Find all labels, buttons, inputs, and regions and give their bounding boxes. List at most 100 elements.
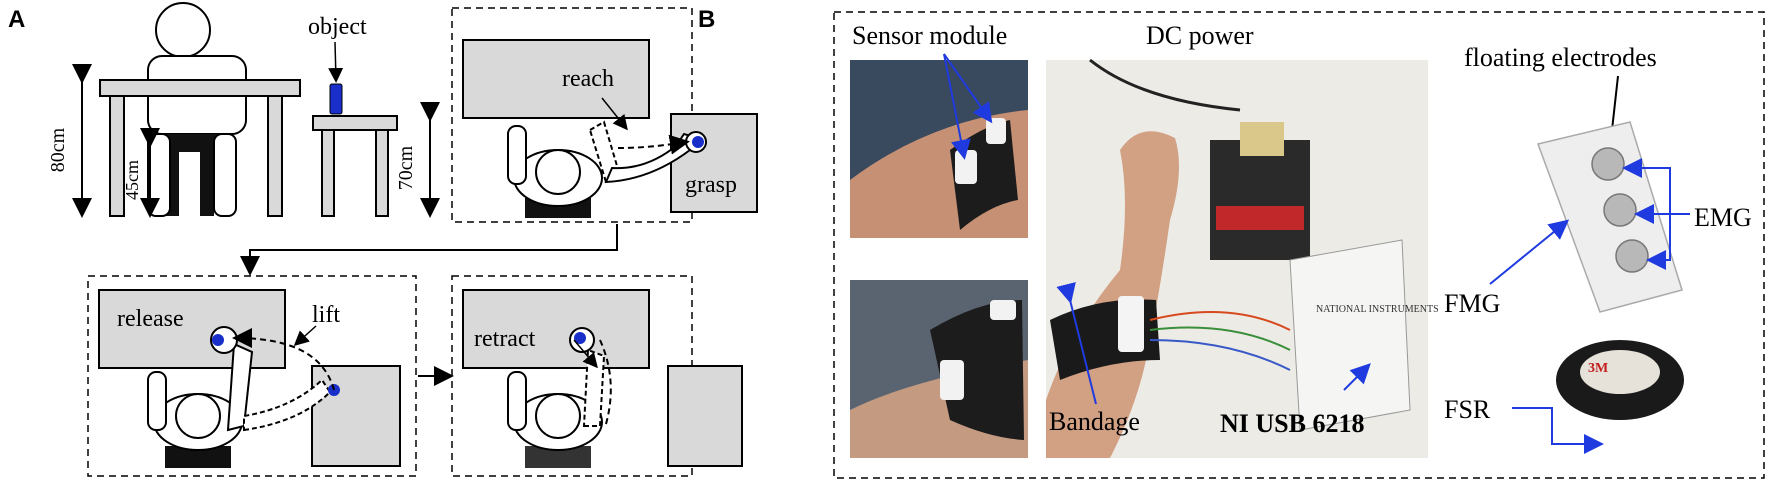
desk-leg-left: [109, 95, 125, 217]
label-floating-electrodes: floating electrodes: [1464, 43, 1657, 72]
side-table-leg-left: [321, 129, 335, 217]
retract-chair: [525, 446, 591, 468]
label-lift: lift: [312, 302, 340, 328]
flow-arrow-reach-to-release: [240, 224, 618, 276]
retract-side-table: [667, 365, 743, 467]
photo-top-sensor-2: [986, 118, 1006, 144]
emg-arrow-1: [1622, 158, 1690, 215]
reach-pointer: [601, 97, 628, 131]
label-daq: NI USB 6218: [1220, 409, 1364, 438]
power-terminals: [1216, 206, 1304, 230]
reach-left-arm: [507, 125, 527, 185]
panel-letter-b: B: [698, 6, 716, 33]
power-board: [1210, 140, 1310, 260]
release-right-arm-ghost: [243, 378, 332, 432]
render-electrode-2: [1603, 193, 1637, 227]
object-cup: [329, 83, 343, 115]
reach-side-table: [670, 113, 758, 213]
retract-desk: [462, 289, 650, 369]
label-fmg: FMG: [1444, 289, 1500, 318]
main-sensor: [1118, 296, 1144, 352]
desk-top: [99, 79, 301, 97]
panel-b-frame: [833, 11, 1765, 479]
label-grasp: grasp: [685, 172, 737, 198]
retract-path: [599, 339, 612, 425]
daq-box: [1289, 239, 1411, 431]
chair-leg-right: [200, 152, 214, 216]
reach-grasp-box: reach grasp: [451, 7, 758, 223]
retract-left-arm: [507, 371, 527, 431]
person-leg-left: [147, 133, 171, 217]
wire-orange: [1149, 311, 1291, 331]
label-emg: EMG: [1694, 203, 1752, 232]
power-cable: [1089, 58, 1241, 112]
render-electrode-1: [1591, 147, 1625, 181]
release-side-table: [311, 365, 401, 467]
lift-path: [232, 328, 335, 391]
photo-bottom-band: [930, 300, 1024, 440]
release-dot: [212, 334, 224, 346]
release-desk: [98, 289, 286, 369]
photo-bottom-sensor-2: [990, 300, 1016, 320]
wire-green: [1149, 326, 1291, 351]
label-retract: retract: [474, 326, 536, 352]
chair-seat: [160, 134, 220, 152]
label-object: object: [308, 14, 367, 40]
reach-frame: [451, 7, 693, 223]
panel-letter-a: A: [8, 6, 26, 33]
main-arm: [1046, 131, 1179, 458]
label-tape-brand: 3M: [1588, 361, 1608, 376]
retract-dot: [574, 332, 586, 344]
wire-blue: [1149, 339, 1291, 371]
retract-box: retract: [451, 275, 743, 477]
photo-top-sensor-1: [955, 150, 977, 184]
photo-main-setup: DC power NATIONAL INSTRUMENTS Bandage NI…: [1046, 21, 1439, 458]
side-table-top: [312, 115, 398, 131]
release-left-arm: [147, 371, 167, 431]
side-table-leg-right: [375, 129, 389, 217]
reach-path: [617, 134, 690, 155]
power-transformer: [1240, 122, 1284, 156]
release-right-arm-up: [226, 342, 254, 432]
sensor-render: floating electrodes EMG FMG: [1444, 43, 1752, 318]
release-lift-box: release lift: [87, 275, 417, 477]
person-leg-right: [213, 133, 237, 217]
retract-head: [535, 393, 581, 439]
label-ni-logo: NATIONAL INSTRUMENTS: [1316, 304, 1439, 315]
desk-leg-right: [267, 95, 283, 217]
release-chair: [165, 446, 231, 468]
side-view-setup: 80cm 45cm object 70cm: [47, 2, 440, 218]
photo-sensor-module-top: Sensor module: [850, 21, 1028, 238]
label-release: release: [117, 306, 184, 332]
fmg-arrow: [1489, 219, 1570, 285]
lift-pointer: [293, 325, 317, 347]
label-80cm: 80cm: [47, 127, 69, 172]
label-sensor-module: Sensor module: [852, 21, 1007, 50]
photo-fsr-tape: 3M FSR: [1444, 340, 1684, 454]
label-bandage: Bandage: [1049, 407, 1140, 436]
sensor-arrow-1: [943, 53, 993, 124]
daq-arrow: [1343, 363, 1371, 391]
emg-arrow-3: [1646, 214, 1671, 270]
label-fsr: FSR: [1444, 395, 1491, 424]
reach-desk: [462, 39, 650, 119]
retract-pointer: [573, 339, 598, 369]
reach-head: [535, 149, 581, 195]
sensor-arrow-2: [943, 53, 971, 160]
release-head: [175, 393, 221, 439]
label-dc-power: DC power: [1146, 21, 1254, 50]
object-pointer: [328, 41, 344, 83]
label-70cm: 70cm: [395, 145, 417, 190]
photo-bottom-sensor-1: [940, 360, 964, 400]
label-reach: reach: [562, 66, 614, 92]
person-head: [155, 2, 211, 58]
tape-core: [1580, 350, 1660, 394]
photo-sensor-module-bottom: [850, 280, 1028, 458]
label-45cm: 45cm: [122, 160, 142, 200]
bandage-arrow: [1056, 282, 1097, 405]
fsr-arrow: [1512, 407, 1604, 454]
reach-target-dot: [692, 136, 704, 148]
retract-right-arm: [582, 348, 606, 427]
render-electrode-3: [1615, 239, 1649, 273]
